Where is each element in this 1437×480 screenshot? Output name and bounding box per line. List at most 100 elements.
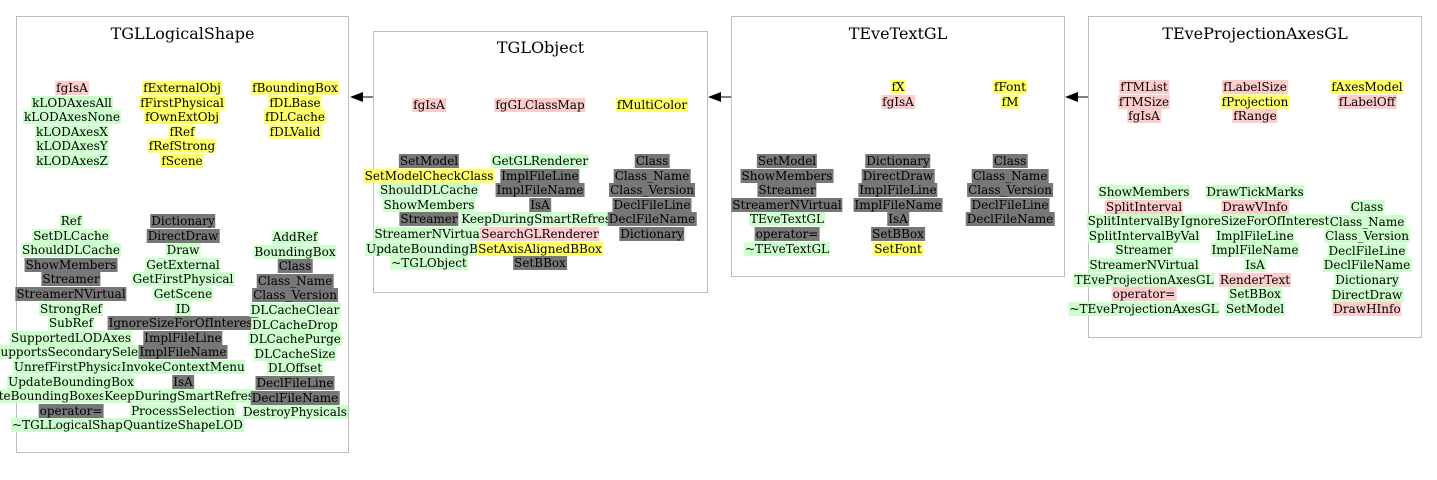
class-member: DeclFileLine bbox=[255, 376, 335, 390]
class-member: SetBBox bbox=[871, 227, 925, 241]
class-member: Dictionary bbox=[1334, 273, 1400, 287]
class-member: Dictionary bbox=[619, 227, 685, 241]
class-member: IsA bbox=[529, 197, 551, 212]
class-member: StrongRef bbox=[39, 301, 103, 316]
class-member: DeclFileLine bbox=[1327, 243, 1407, 258]
class-member: fProjection bbox=[1220, 94, 1290, 109]
class-member: Class bbox=[277, 259, 313, 274]
class-member: Class_Name bbox=[613, 168, 691, 183]
class-member: SetModel bbox=[398, 154, 460, 168]
class-member: ~TEveProjectionAxesGL bbox=[1068, 301, 1220, 316]
class-title: TEveTextGL bbox=[848, 24, 948, 43]
class-member: DirectDraw bbox=[146, 228, 220, 243]
class-member: Class bbox=[1349, 200, 1385, 214]
class-member: kLODAxesZ bbox=[35, 154, 109, 168]
class-member: fgIsA bbox=[55, 81, 89, 95]
class-title: TGLObject bbox=[496, 38, 585, 57]
class-member: SetBBox bbox=[513, 256, 567, 271]
class-member: IsA bbox=[1244, 258, 1266, 272]
class-member: DrawTickMarks bbox=[1205, 185, 1305, 199]
class-member: AddRef bbox=[271, 230, 319, 244]
class-member: DirectDraw bbox=[1330, 287, 1404, 302]
class-member: ImplFileName bbox=[1210, 243, 1300, 258]
class-member: ~TEveTextGL bbox=[743, 241, 831, 256]
class-member: KeepDuringSmartRefresh bbox=[103, 389, 263, 404]
class-member: SearchGLRenderer bbox=[480, 227, 600, 241]
class-member: DLCacheClear bbox=[249, 303, 341, 317]
class-member: fLabelSize bbox=[1222, 80, 1288, 94]
class-member: StreamerNVirtual bbox=[15, 287, 127, 301]
class-member: fRefStrong bbox=[147, 139, 217, 154]
class-member: Class_Version bbox=[1324, 229, 1410, 244]
class-member: kLODAxesNone bbox=[23, 110, 121, 125]
class-member: ShowMembers bbox=[24, 257, 118, 272]
class-member: StreamerNVirtual bbox=[731, 197, 843, 212]
class-member: fOwnExtObj bbox=[144, 110, 220, 125]
class-member: ImplFileName bbox=[853, 197, 943, 212]
class-member: DeclFileLine bbox=[970, 197, 1050, 212]
class-member: Dictionary bbox=[865, 154, 931, 168]
class-member: fDLValid bbox=[268, 124, 322, 139]
class-member: ImplFileLine bbox=[143, 330, 223, 345]
class-member: fRef bbox=[168, 124, 196, 139]
class-member: fgIsA bbox=[1127, 109, 1161, 124]
class-member: DirectDraw bbox=[861, 168, 935, 183]
class-title: TGLLogicalShape bbox=[110, 24, 255, 43]
class-member: kLODAxesX bbox=[35, 124, 109, 139]
class-member: QuantizeShapeLOD bbox=[122, 418, 244, 433]
class-member: StreamerNVirtual bbox=[373, 227, 485, 241]
class-member: ShowMembers bbox=[740, 168, 834, 183]
class-member: kLODAxesAll bbox=[31, 95, 113, 110]
class-member: Draw bbox=[165, 243, 201, 258]
class-member: GetScene bbox=[152, 287, 214, 301]
class-member: operator= bbox=[1111, 287, 1177, 302]
class-member: DestroyPhysicals bbox=[242, 405, 348, 420]
class-member: Streamer bbox=[1114, 243, 1174, 258]
inheritance-arrow bbox=[708, 92, 731, 102]
class-member: Streamer bbox=[41, 272, 101, 287]
class-member: fAxesModel bbox=[1330, 80, 1404, 94]
class-member: fTMList bbox=[1119, 80, 1169, 94]
class-member: IsA bbox=[172, 374, 194, 389]
class-title: TEveProjectionAxesGL bbox=[1162, 24, 1348, 43]
class-member: DeclFileName bbox=[607, 212, 697, 227]
class-member: fFont bbox=[993, 80, 1027, 94]
class-member: DeclFileName bbox=[965, 212, 1055, 227]
class-member: Class bbox=[992, 154, 1028, 168]
class-member: GetFirstPhysical bbox=[131, 272, 235, 287]
class-member: fgIsA bbox=[881, 94, 915, 109]
class-member: kLODAxesY bbox=[35, 139, 109, 154]
class-member: ~TGLLogicalShape bbox=[11, 418, 131, 433]
class-member: Streamer bbox=[399, 212, 459, 227]
class-member: DLCachePurge bbox=[248, 332, 342, 347]
class-member: SplitInterval bbox=[1104, 199, 1184, 214]
class-member: fDLCache bbox=[264, 110, 326, 125]
class-member: ShouldDLCache bbox=[21, 243, 121, 258]
class-member: ImplFileLine bbox=[858, 183, 938, 198]
class-member: SupportedLODAxes bbox=[10, 330, 132, 345]
class-member: ProcessSelection bbox=[130, 403, 236, 418]
class-member: ~TGLObject bbox=[390, 256, 468, 271]
class-member: Class bbox=[634, 154, 670, 168]
class-member: DLCacheSize bbox=[253, 346, 337, 361]
class-member: SetModel bbox=[1224, 301, 1286, 316]
class-member: SetFont bbox=[873, 241, 923, 256]
class-member: ShouldDLCache bbox=[379, 183, 479, 198]
class-member: ImplFileName bbox=[138, 345, 228, 360]
class-member: SubRef bbox=[47, 316, 95, 331]
class-member: fLabelOff bbox=[1337, 94, 1397, 109]
class-member: fX bbox=[890, 80, 906, 94]
class-member: SetDLCache bbox=[32, 228, 110, 243]
class-member: Streamer bbox=[757, 183, 817, 198]
class-member: UpdateBoundingBox bbox=[7, 374, 135, 389]
class-member: StreamerNVirtual bbox=[1088, 258, 1200, 272]
class-member: ImplFileLine bbox=[1215, 228, 1295, 243]
class-member: SetBBox bbox=[1228, 287, 1282, 302]
inheritance-arrow bbox=[1065, 92, 1088, 102]
class-member: fTMSize bbox=[1117, 94, 1171, 109]
class-member: RenderText bbox=[1218, 272, 1292, 287]
class-member: fExternalObj bbox=[142, 81, 222, 95]
class-member: DLOffset bbox=[266, 361, 324, 376]
